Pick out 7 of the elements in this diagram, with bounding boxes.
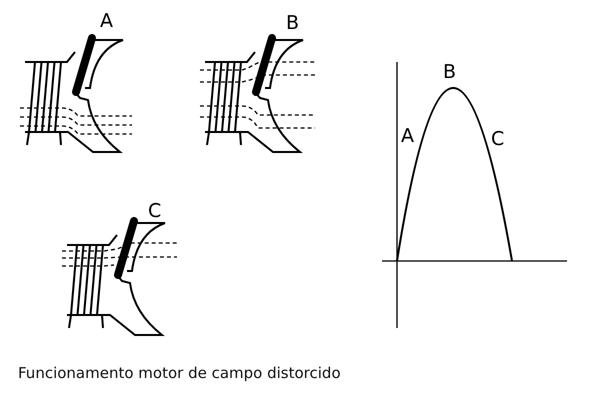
point-label: C [491, 130, 504, 149]
point-label: C [148, 202, 162, 221]
point-label: B [286, 14, 300, 33]
point-label: A [100, 12, 113, 31]
caption: Funcionamento motor de campo distorcido [18, 364, 341, 382]
point-label: A [401, 127, 414, 146]
point-label: B [443, 63, 456, 82]
